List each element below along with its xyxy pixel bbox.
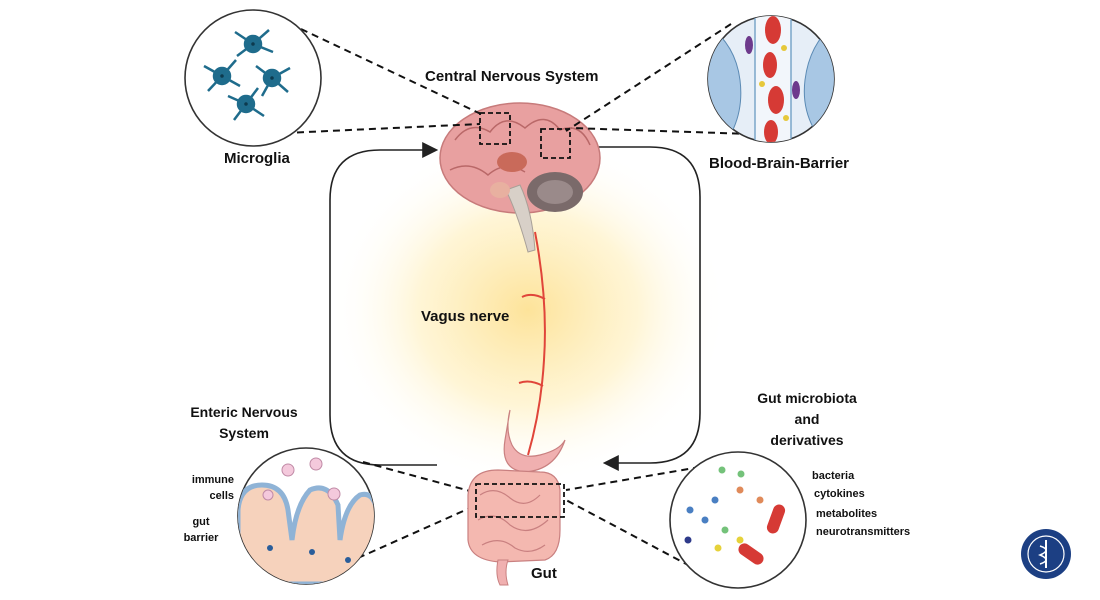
gut-microbiota-line2: and bbox=[794, 411, 820, 427]
gut-zoom-box bbox=[475, 483, 565, 518]
vagus-label: Vagus nerve bbox=[421, 308, 510, 325]
connector-lines bbox=[284, 23, 752, 567]
cns-label: Central Nervous System bbox=[425, 68, 599, 85]
metabolites-label: metabolites bbox=[816, 508, 878, 520]
medical-caduceus-logo bbox=[1021, 529, 1071, 579]
gut-label: Gut bbox=[531, 565, 557, 582]
gut-microbiota-line3: derivatives bbox=[770, 432, 844, 448]
immune-line2: cells bbox=[209, 490, 234, 502]
neurotransmitters-label: neurotransmitters bbox=[816, 526, 911, 538]
cytokines-label: cytokines bbox=[814, 488, 865, 500]
microglia-inset bbox=[184, 9, 322, 147]
loop-arrow-right bbox=[598, 146, 701, 471]
gut-microbiota-line1: Gut microbiota bbox=[757, 390, 857, 406]
barrier-line2: barrier bbox=[183, 532, 219, 544]
gut-microbiota-inset bbox=[669, 451, 807, 589]
loop-arrow-left bbox=[329, 142, 439, 466]
immune-cells-label: immune cells bbox=[188, 472, 234, 504]
ens-label: Enteric Nervous System bbox=[190, 402, 297, 444]
brain-zoom-boxes bbox=[479, 112, 571, 159]
ens-inset bbox=[237, 447, 375, 585]
central-glow bbox=[328, 135, 728, 485]
bbb-label: Blood-Brain-Barrier bbox=[709, 155, 850, 172]
barrier-line1: gut bbox=[192, 516, 210, 528]
gut-microbiota-label: Gut microbiota and derivatives bbox=[757, 388, 857, 451]
ens-label-line1: Enteric Nervous bbox=[190, 404, 298, 420]
immune-line1: immune bbox=[191, 474, 234, 486]
gut-barrier-label: gut barrier bbox=[181, 514, 221, 546]
ens-label-line2: System bbox=[219, 425, 269, 441]
bacteria-label: bacteria bbox=[812, 470, 855, 482]
vagus-nerve bbox=[518, 231, 546, 456]
gut-illustration bbox=[467, 409, 566, 586]
microglia-label: Microglia bbox=[224, 150, 290, 167]
